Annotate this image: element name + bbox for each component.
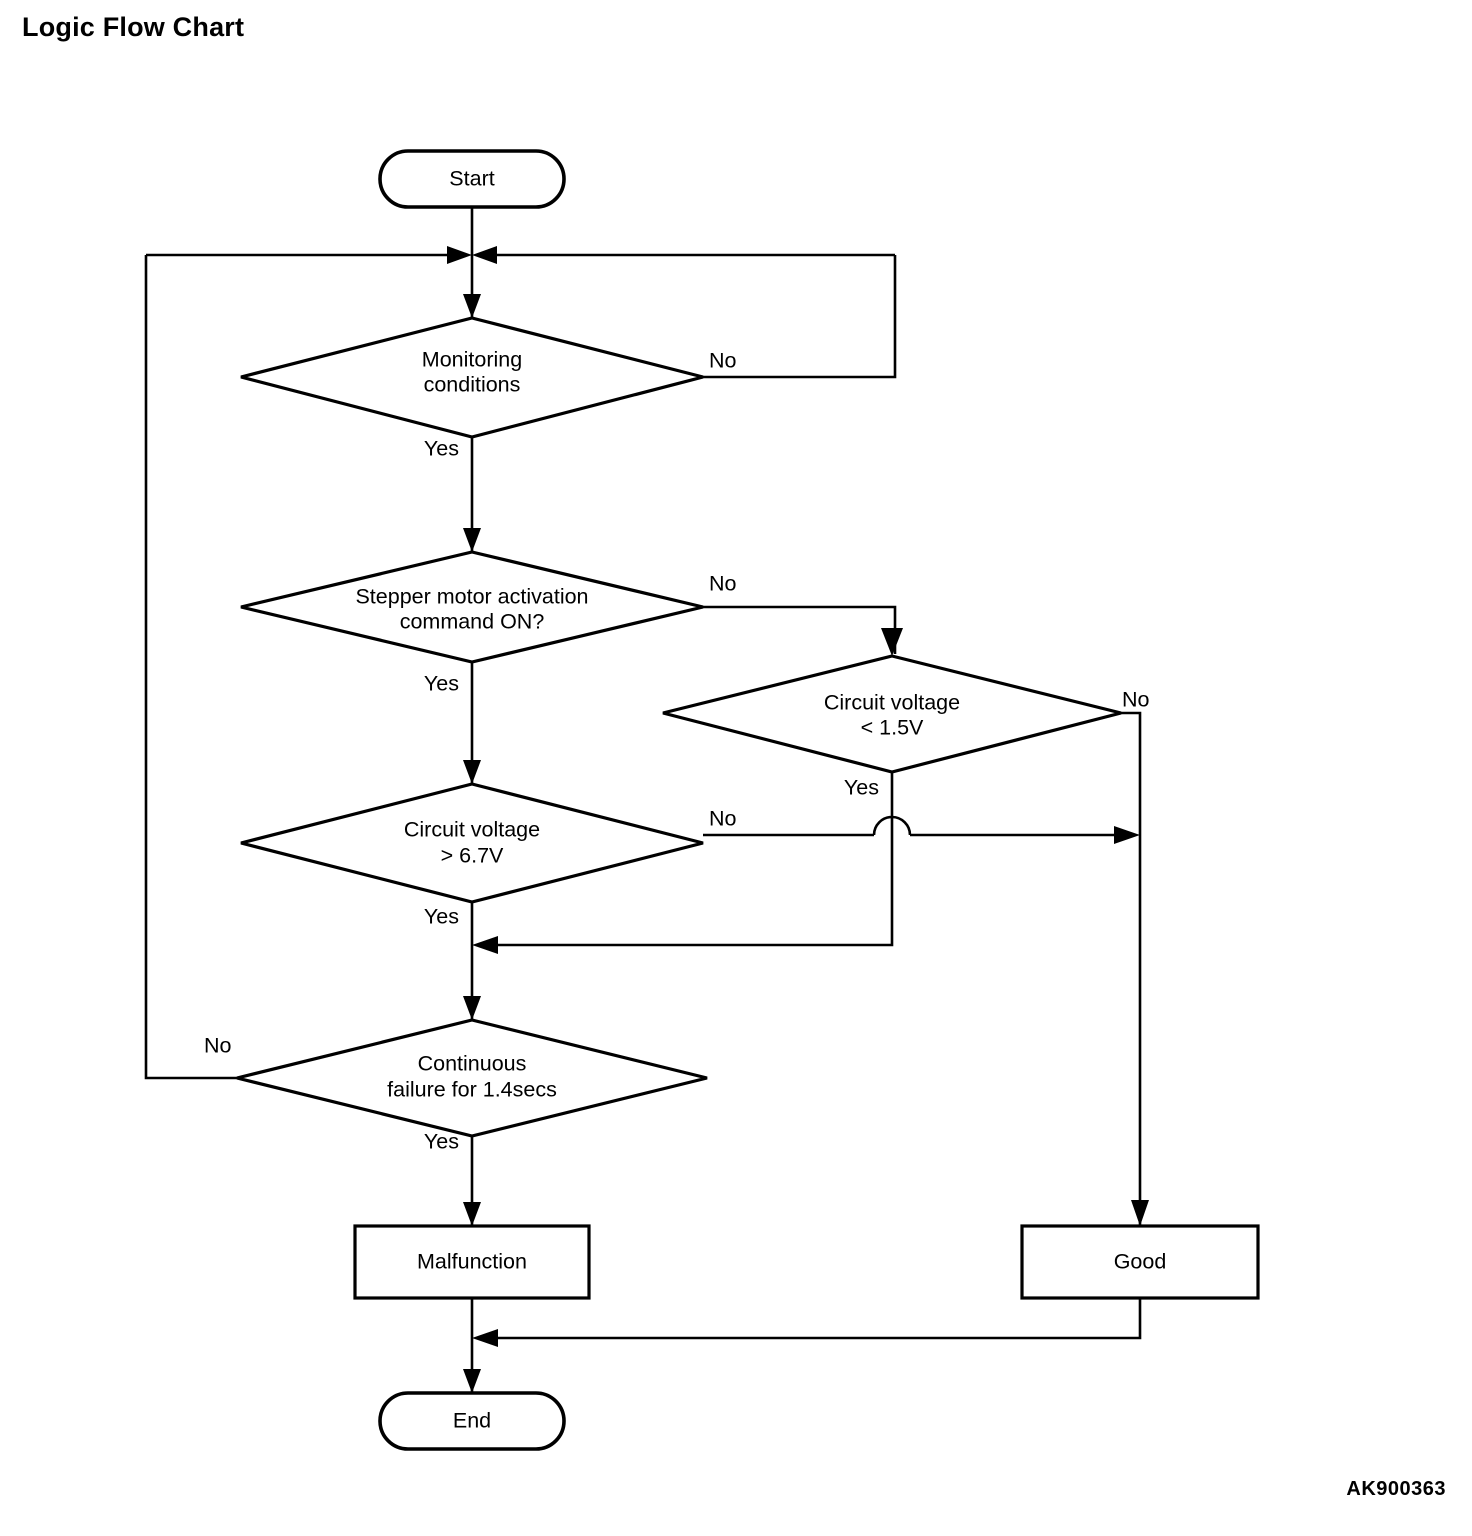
arrowhead-volt-high-no-to-good-line [1114, 826, 1140, 844]
node-end[interactable] [378, 1391, 566, 1451]
arrowhead-bus-from-left [447, 246, 472, 264]
node-circuit-voltage-high-label-line2: > 6.7V [441, 844, 504, 868]
arrowhead-into-malfunction [463, 1202, 481, 1226]
node-monitoring-conditions-label-line1: Monitoring [422, 348, 522, 372]
page-title: Logic Flow Chart [22, 12, 245, 42]
node-monitoring-conditions-label-line2: conditions [424, 373, 521, 397]
node-start[interactable] [378, 149, 566, 209]
edge-volt-low-yes [488, 772, 894, 947]
arrowhead-into-stepper [463, 528, 481, 552]
node-end-label: End [453, 1409, 491, 1433]
branch-label-monitoring-no: No [709, 349, 737, 373]
node-malfunction-label: Malfunction [417, 1250, 527, 1274]
node-good[interactable] [1020, 1224, 1260, 1300]
arrowhead-into-continuous [463, 996, 481, 1020]
branch-label-volt-low-no: No [1122, 688, 1150, 712]
node-circuit-voltage-high[interactable] [240, 782, 704, 904]
node-circuit-voltage-low[interactable] [662, 654, 1122, 774]
branch-label-continuous-yes: Yes [424, 1130, 459, 1154]
node-circuit-voltage-high-label-line1: Circuit voltage [404, 818, 540, 842]
edge-monitoring-no [703, 255, 897, 379]
arrowhead-into-volt-low [881, 628, 903, 656]
node-start-label: Start [449, 167, 494, 191]
edge-volt-low-no [1120, 711, 1142, 1226]
edge-continuous-no [144, 255, 237, 1080]
branch-label-volt-low-yes: Yes [844, 776, 879, 800]
arrowhead-good-merge [472, 1329, 498, 1347]
arrowhead-into-good [1131, 1200, 1149, 1226]
node-stepper-motor-activation[interactable] [240, 550, 704, 664]
node-monitoring-conditions[interactable] [240, 316, 704, 439]
arrowhead-into-monitoring [463, 294, 481, 318]
node-circuit-voltage-low-label-line1: Circuit voltage [824, 691, 960, 715]
branch-label-stepper-no: No [709, 572, 737, 596]
branch-label-continuous-no: No [204, 1034, 232, 1058]
arrowhead-merge-volt-high-yes [472, 936, 498, 954]
branch-label-monitoring-yes: Yes [424, 437, 459, 461]
branch-label-volt-high-yes: Yes [424, 905, 459, 929]
edge-good-to-end-join [488, 1298, 1142, 1340]
arrowhead-bus-from-right [472, 246, 497, 264]
node-continuous-failure-label-line2: failure for 1.4secs [387, 1078, 557, 1102]
node-stepper-motor-activation-label-line1: Stepper motor activation [355, 585, 588, 609]
node-continuous-failure-label-line1: Continuous [418, 1052, 527, 1076]
reference-code: AK900363 [1346, 1478, 1446, 1500]
node-good-label: Good [1114, 1250, 1167, 1274]
arrowhead-into-volt-high [463, 760, 481, 784]
node-circuit-voltage-low-label-line2: < 1.5V [861, 716, 924, 740]
arrowhead-into-end [463, 1369, 481, 1393]
node-stepper-motor-activation-label-line2: command ON? [400, 610, 545, 634]
node-continuous-failure[interactable] [236, 1018, 708, 1138]
edge-volt-high-no-hop-arc [872, 815, 912, 836]
node-malfunction[interactable] [353, 1224, 591, 1300]
branch-label-volt-high-no: No [709, 807, 737, 831]
branch-label-stepper-yes: Yes [424, 672, 459, 696]
edge-stepper-no [703, 605, 897, 654]
